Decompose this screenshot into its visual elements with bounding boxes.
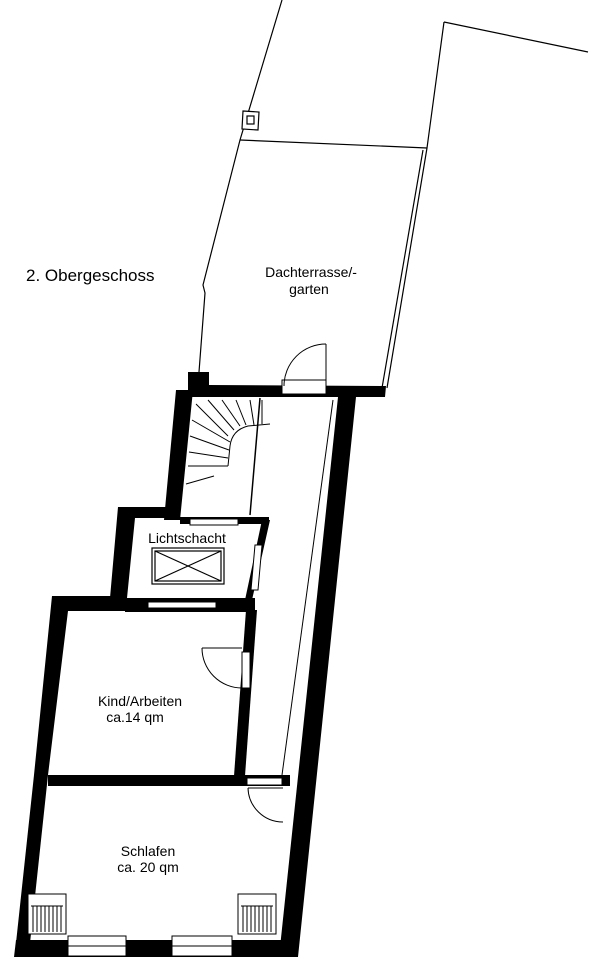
terrace-outline — [198, 0, 589, 389]
door-swing-arc-icon — [201, 343, 327, 823]
bedroom-name: Schlafen — [121, 843, 175, 859]
outer-walls — [14, 372, 386, 957]
kid-work-room-name: Kind/Arbeiten — [98, 693, 182, 709]
terrace-label-line2: garten — [289, 281, 329, 297]
radiator-icon — [27, 893, 277, 935]
kid-work-room-area: ca.14 qm — [106, 709, 164, 725]
floor-title: 2. Obergeschoss — [26, 266, 155, 285]
chimney-vent — [241, 110, 260, 131]
terrace-label-line1: Dachterrasse/- — [265, 264, 357, 280]
window-icon — [67, 379, 327, 957]
bedroom-area: ca. 20 qm — [117, 859, 178, 875]
winder-stair-icon — [185, 399, 271, 485]
skylight-cross-icon — [151, 547, 225, 585]
lightwell-label: Lichtschacht — [148, 530, 226, 546]
interior-walls — [48, 397, 334, 786]
